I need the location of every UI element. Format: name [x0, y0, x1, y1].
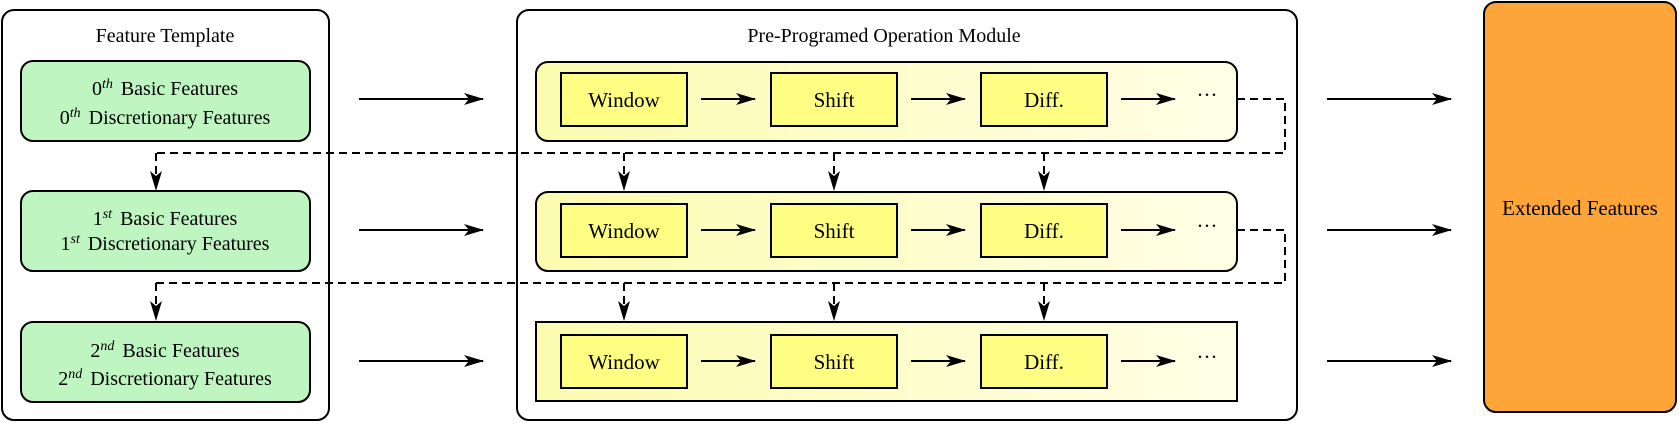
shift-op-box	[770, 203, 898, 258]
diff-op-label: Diff.	[1024, 219, 1064, 243]
operation-module-title: Pre-Programed Operation Module	[747, 25, 1020, 47]
feature-discretionary-label: Discretionary Features	[88, 233, 270, 255]
feedback-loop-1	[150, 229, 1286, 321]
feature-ordinal-suffix: th	[70, 106, 81, 121]
feature-basic-label: Basic Features	[120, 208, 237, 230]
shift-op-box	[770, 334, 898, 389]
window-op-box	[560, 203, 688, 258]
ellipsis-label: ···	[1197, 83, 1218, 107]
feature-ordinal: 0	[60, 107, 70, 129]
window-op-label: Window	[588, 219, 660, 243]
shift-op-label: Shift	[814, 88, 855, 112]
feature-ordinal: 1	[93, 208, 103, 230]
window-op-label: Window	[588, 350, 660, 374]
operation-chain-row-2: Window Shift Diff. ···	[560, 334, 1218, 389]
feature-ordinal: 1	[61, 233, 71, 255]
feature-ordinal-suffix: st	[103, 207, 113, 222]
feedback-loop-0	[150, 98, 1286, 191]
feature-basic-label: Basic Features	[121, 78, 238, 100]
feature-discretionary-label: Discretionary Features	[90, 368, 272, 390]
feature-ordinal-suffix: st	[71, 232, 81, 247]
flow-arrows	[359, 93, 1452, 367]
operation-chain-row-1: Window Shift Diff. ···	[560, 203, 1218, 258]
shift-op-label: Shift	[814, 219, 855, 243]
diff-op-box	[980, 334, 1108, 389]
extended-features-box: Extended Features	[1483, 1, 1677, 413]
extended-features-label: Extended Features	[1502, 196, 1658, 220]
diff-op-box	[980, 203, 1108, 258]
feature-ordinal-suffix: nd	[100, 339, 115, 354]
dashed-feedback-line	[156, 98, 1286, 154]
feature-ordinal-suffix: th	[102, 77, 113, 92]
window-op-label: Window	[588, 88, 660, 112]
window-op-box	[560, 72, 688, 127]
feature-ordinal: 2	[58, 368, 68, 390]
feature-ordinal: 0	[92, 78, 102, 100]
feature-ordinal-suffix: nd	[68, 367, 83, 382]
feature-ordinal: 2	[90, 340, 100, 362]
ellipsis-label: ···	[1197, 214, 1218, 238]
feature-discretionary-label: Discretionary Features	[89, 107, 271, 129]
shift-op-label: Shift	[814, 350, 855, 374]
window-op-box	[560, 334, 688, 389]
operation-chain-row-0: Window Shift Diff. ···	[560, 72, 1218, 127]
diff-op-box	[980, 72, 1108, 127]
ellipsis-label: ···	[1197, 345, 1218, 369]
diff-op-label: Diff.	[1024, 350, 1064, 374]
diff-op-label: Diff.	[1024, 88, 1064, 112]
shift-op-box	[770, 72, 898, 127]
feature-basic-label: Basic Features	[122, 340, 239, 362]
feature-template-title: Feature Template	[96, 25, 235, 47]
dashed-feedback-line	[156, 229, 1286, 284]
